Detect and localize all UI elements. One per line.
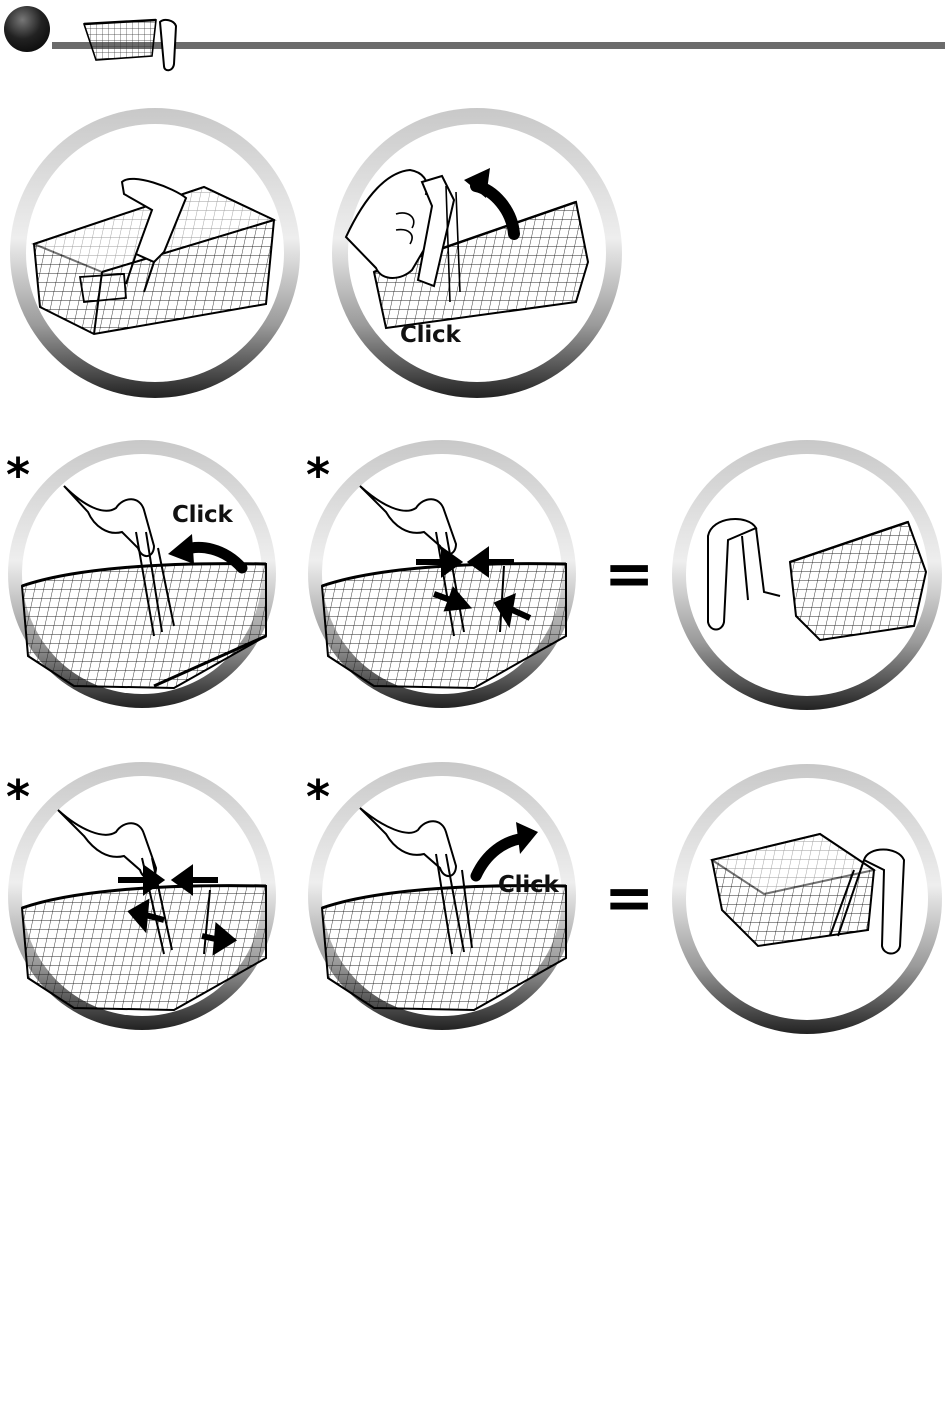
step-panel-handle-removed (668, 436, 946, 714)
step-panel-insert-handle (4, 102, 306, 404)
click-label: Click (498, 872, 559, 898)
equals-sign: = (604, 544, 654, 604)
step-panel-squeeze-handle (304, 436, 580, 712)
click-label: Click (172, 502, 233, 528)
click-label: Click (400, 322, 461, 348)
step-panel-attach-handle: Click (304, 758, 580, 1034)
fryer-basket-icon (78, 10, 188, 74)
step-panel-clip-handle: Click (4, 436, 280, 712)
step-panel-squeeze-apart (4, 758, 280, 1034)
section-bullet-icon (4, 6, 50, 52)
equals-sign: = (604, 868, 654, 928)
step-panel-lock-handle: Click (326, 102, 628, 404)
step-panel-assembled (668, 760, 946, 1038)
